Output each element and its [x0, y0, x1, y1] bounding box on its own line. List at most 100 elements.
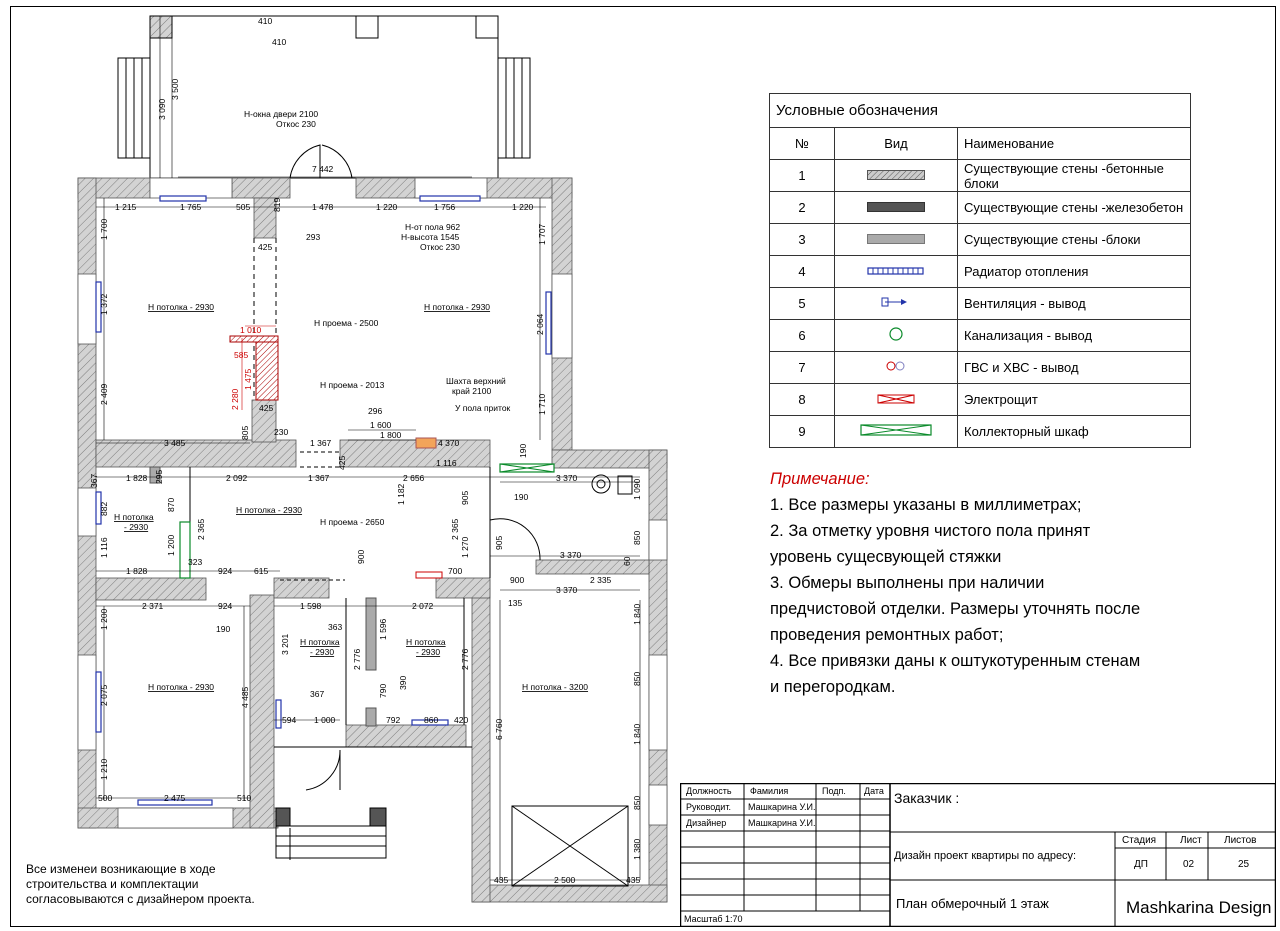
note-line: проведения ремонтных работ; — [770, 626, 1004, 644]
sheet-title: План обмерочный 1 этаж — [896, 896, 1049, 911]
dim-label: 870 — [166, 498, 176, 512]
dim-label: 2 365 — [450, 518, 460, 540]
annotation: Шахта верхний — [446, 376, 506, 386]
legend-header-name: Наименование — [957, 127, 1191, 160]
dim-label: 2 072 — [412, 601, 434, 611]
dim-label: 924 — [218, 566, 232, 576]
dim-label: 805 — [240, 426, 250, 440]
dim-label: 2 064 — [535, 313, 545, 335]
water-circles-icon — [886, 361, 905, 371]
sewer-circle-icon — [889, 327, 903, 341]
note-line: и перегородкам. — [770, 678, 896, 696]
dim-label: 900 — [510, 575, 524, 585]
col-header-surname: Фамилия — [750, 786, 789, 796]
annotation: Откос 230 — [276, 119, 316, 129]
gray-block-wall-icon — [867, 234, 925, 244]
dim-label: 435 — [494, 875, 508, 885]
room-label: Н потолка - 2930 — [148, 302, 214, 312]
terrace — [117, 15, 531, 179]
annotation: Н проема - 2013 — [320, 380, 385, 390]
dim-label: 905 — [494, 536, 504, 550]
legend-row: 5 Вентиляция - вывод — [769, 287, 1191, 320]
note-line: 3. Обмеры выполнены при наличии — [770, 574, 1045, 592]
dim-label: 1 000 — [314, 715, 336, 725]
legend-row: 7 ГВС и ХВС - вывод — [769, 351, 1191, 384]
note-line: предчистовой отделки. Размеры уточнять п… — [770, 600, 1141, 618]
sheets-value: 25 — [1238, 859, 1250, 870]
dim-label: 1 367 — [308, 473, 330, 483]
room-label: - 2930 — [124, 522, 148, 532]
dim-label: 1 840 — [632, 723, 642, 745]
dim-label: 700 — [448, 566, 462, 576]
floor-plan: Н потолка - 2930 Н потолка - 2930 Н пото… — [77, 15, 668, 903]
role-name: Машкарина У.И. — [748, 802, 816, 812]
dim-label: 3 370 — [556, 585, 578, 595]
shaft-top — [229, 335, 279, 343]
dim-label: 425 — [337, 456, 347, 470]
legend-row-num: 2 — [769, 191, 835, 224]
dim-label: 1 270 — [460, 536, 470, 558]
dim-label: 2 092 — [226, 473, 248, 483]
dim-label: 2 475 — [164, 793, 186, 803]
column-gray — [365, 597, 377, 671]
col-header-position: Должность — [686, 786, 732, 796]
electric-panel — [415, 571, 443, 579]
dim-label: 135 — [508, 598, 522, 608]
dim-label: 425 — [259, 403, 273, 413]
dim-label: 1 380 — [632, 838, 642, 860]
dim-label: 190 — [514, 492, 528, 502]
dim-label: 1 700 — [99, 218, 109, 240]
dim-label: 900 — [356, 550, 366, 564]
dim-label: 1 840 — [632, 603, 642, 625]
column-gray-3 — [149, 466, 161, 484]
dim-label: 850 — [632, 531, 642, 545]
hatched-concrete-wall-icon — [867, 170, 925, 180]
legend-row: 2 Существующие стены -железобетон — [769, 191, 1191, 224]
dim-label: 410 — [272, 37, 286, 47]
dim-label: 4 370 — [438, 438, 460, 448]
dim-label: 2 776 — [352, 648, 362, 670]
note-line: 4. Все привязки даны к оштукотуренным ст… — [770, 652, 1141, 670]
dim-label: 293 — [306, 232, 320, 242]
dim-label: 790 — [378, 684, 388, 698]
dim-label-red: 1 475 — [243, 368, 253, 390]
annotation: Н проема - 2500 — [314, 318, 379, 328]
legend-row-num: 6 — [769, 319, 835, 352]
dim-label: 1 598 — [300, 601, 322, 611]
legend-row: 4 Радиатор отопления — [769, 255, 1191, 288]
legend-header-view: Вид — [834, 127, 958, 160]
dim-label: 3 485 — [164, 438, 186, 448]
dim-label: 882 — [99, 502, 109, 516]
dim-label: 1 478 — [312, 202, 334, 212]
legend-row-name: Существующие стены -бетонные блоки — [957, 159, 1191, 192]
legend-row-num: 3 — [769, 223, 835, 256]
legend-row: 8 Электрощит — [769, 383, 1191, 416]
dim-label: 3 090 — [157, 98, 167, 120]
stage-header: Стадия — [1122, 835, 1157, 846]
legend-row-num: 5 — [769, 287, 835, 320]
dim-label: 2 500 — [554, 875, 576, 885]
dim-label: 2 335 — [590, 575, 612, 585]
dim-label: 7 442 — [312, 164, 334, 174]
legend-row-name: Существующие стены -железобетон — [957, 191, 1191, 224]
dim-label: 420 — [454, 715, 468, 725]
dim-label: 1 200 — [99, 608, 109, 630]
legend-row: 3 Существующие стены -блоки — [769, 223, 1191, 256]
annotation: Н-высота 1545 — [401, 232, 460, 242]
changes-note: Все изменеи возникающие в ходе строитель… — [26, 862, 255, 906]
dim-label-red: 585 — [234, 350, 248, 360]
room-label: - 2930 — [416, 647, 440, 657]
legend-row: 9 Коллекторный шкаф — [769, 415, 1191, 448]
title-block-grid — [680, 783, 1276, 927]
legend-table: Условные обозначения № Вид Наименование … — [769, 93, 1191, 448]
sheet-value: 02 — [1183, 859, 1195, 870]
dim-label: 1 372 — [99, 293, 109, 315]
dim-label: 1 210 — [99, 758, 109, 780]
dim-label: 1 367 — [310, 438, 332, 448]
dim-label: 1 116 — [99, 537, 109, 558]
dim-label: 435 — [626, 875, 640, 885]
dim-label: 1 600 — [370, 420, 392, 430]
legend-row-num: 9 — [769, 415, 835, 448]
col-header-sign: Подп. — [822, 786, 846, 796]
annotation: У пола приток — [455, 403, 511, 413]
